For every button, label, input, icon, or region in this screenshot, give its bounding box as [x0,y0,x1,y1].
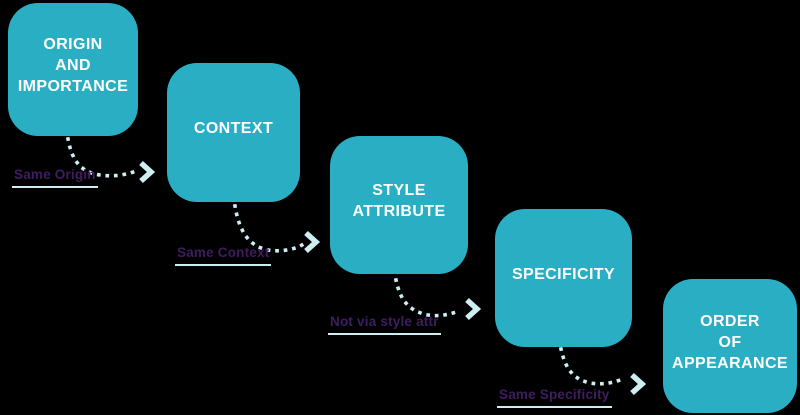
transition-label-same-context: Same Context [175,244,272,266]
dotted-curve-icon [558,346,623,386]
step-title: ORDER OF APPEARANCE [671,312,788,372]
step-title: ORIGIN AND IMPORTANCE [17,36,129,95]
step-title: STYLE ATTRIBUTE [352,182,446,220]
transition-label-same-specificity: Same Specificity [497,386,612,408]
dotted-curve-icon [393,277,464,318]
chevron-right-icon [304,230,321,254]
transition-label-same-origin: Same Origin [12,166,98,188]
chevron-right-icon [630,372,647,396]
step-box-style-attribute: STYLE ATTRIBUTE [330,136,468,274]
step-title: CONTEXT [193,120,274,137]
step-box-context: CONTEXT [167,63,300,202]
chevron-right-icon [139,160,156,184]
transition-label-not-via-style-attr: Not via style attr [328,313,441,335]
step-title: SPECIFICITY [511,265,616,283]
step-box-specificity: SPECIFICITY [495,209,632,347]
step-box-origin-and-importance: ORIGIN AND IMPORTANCE [8,3,138,136]
step-box-order-of-appearance: ORDER OF APPEARANCE [663,279,797,413]
chevron-right-icon [465,297,482,321]
